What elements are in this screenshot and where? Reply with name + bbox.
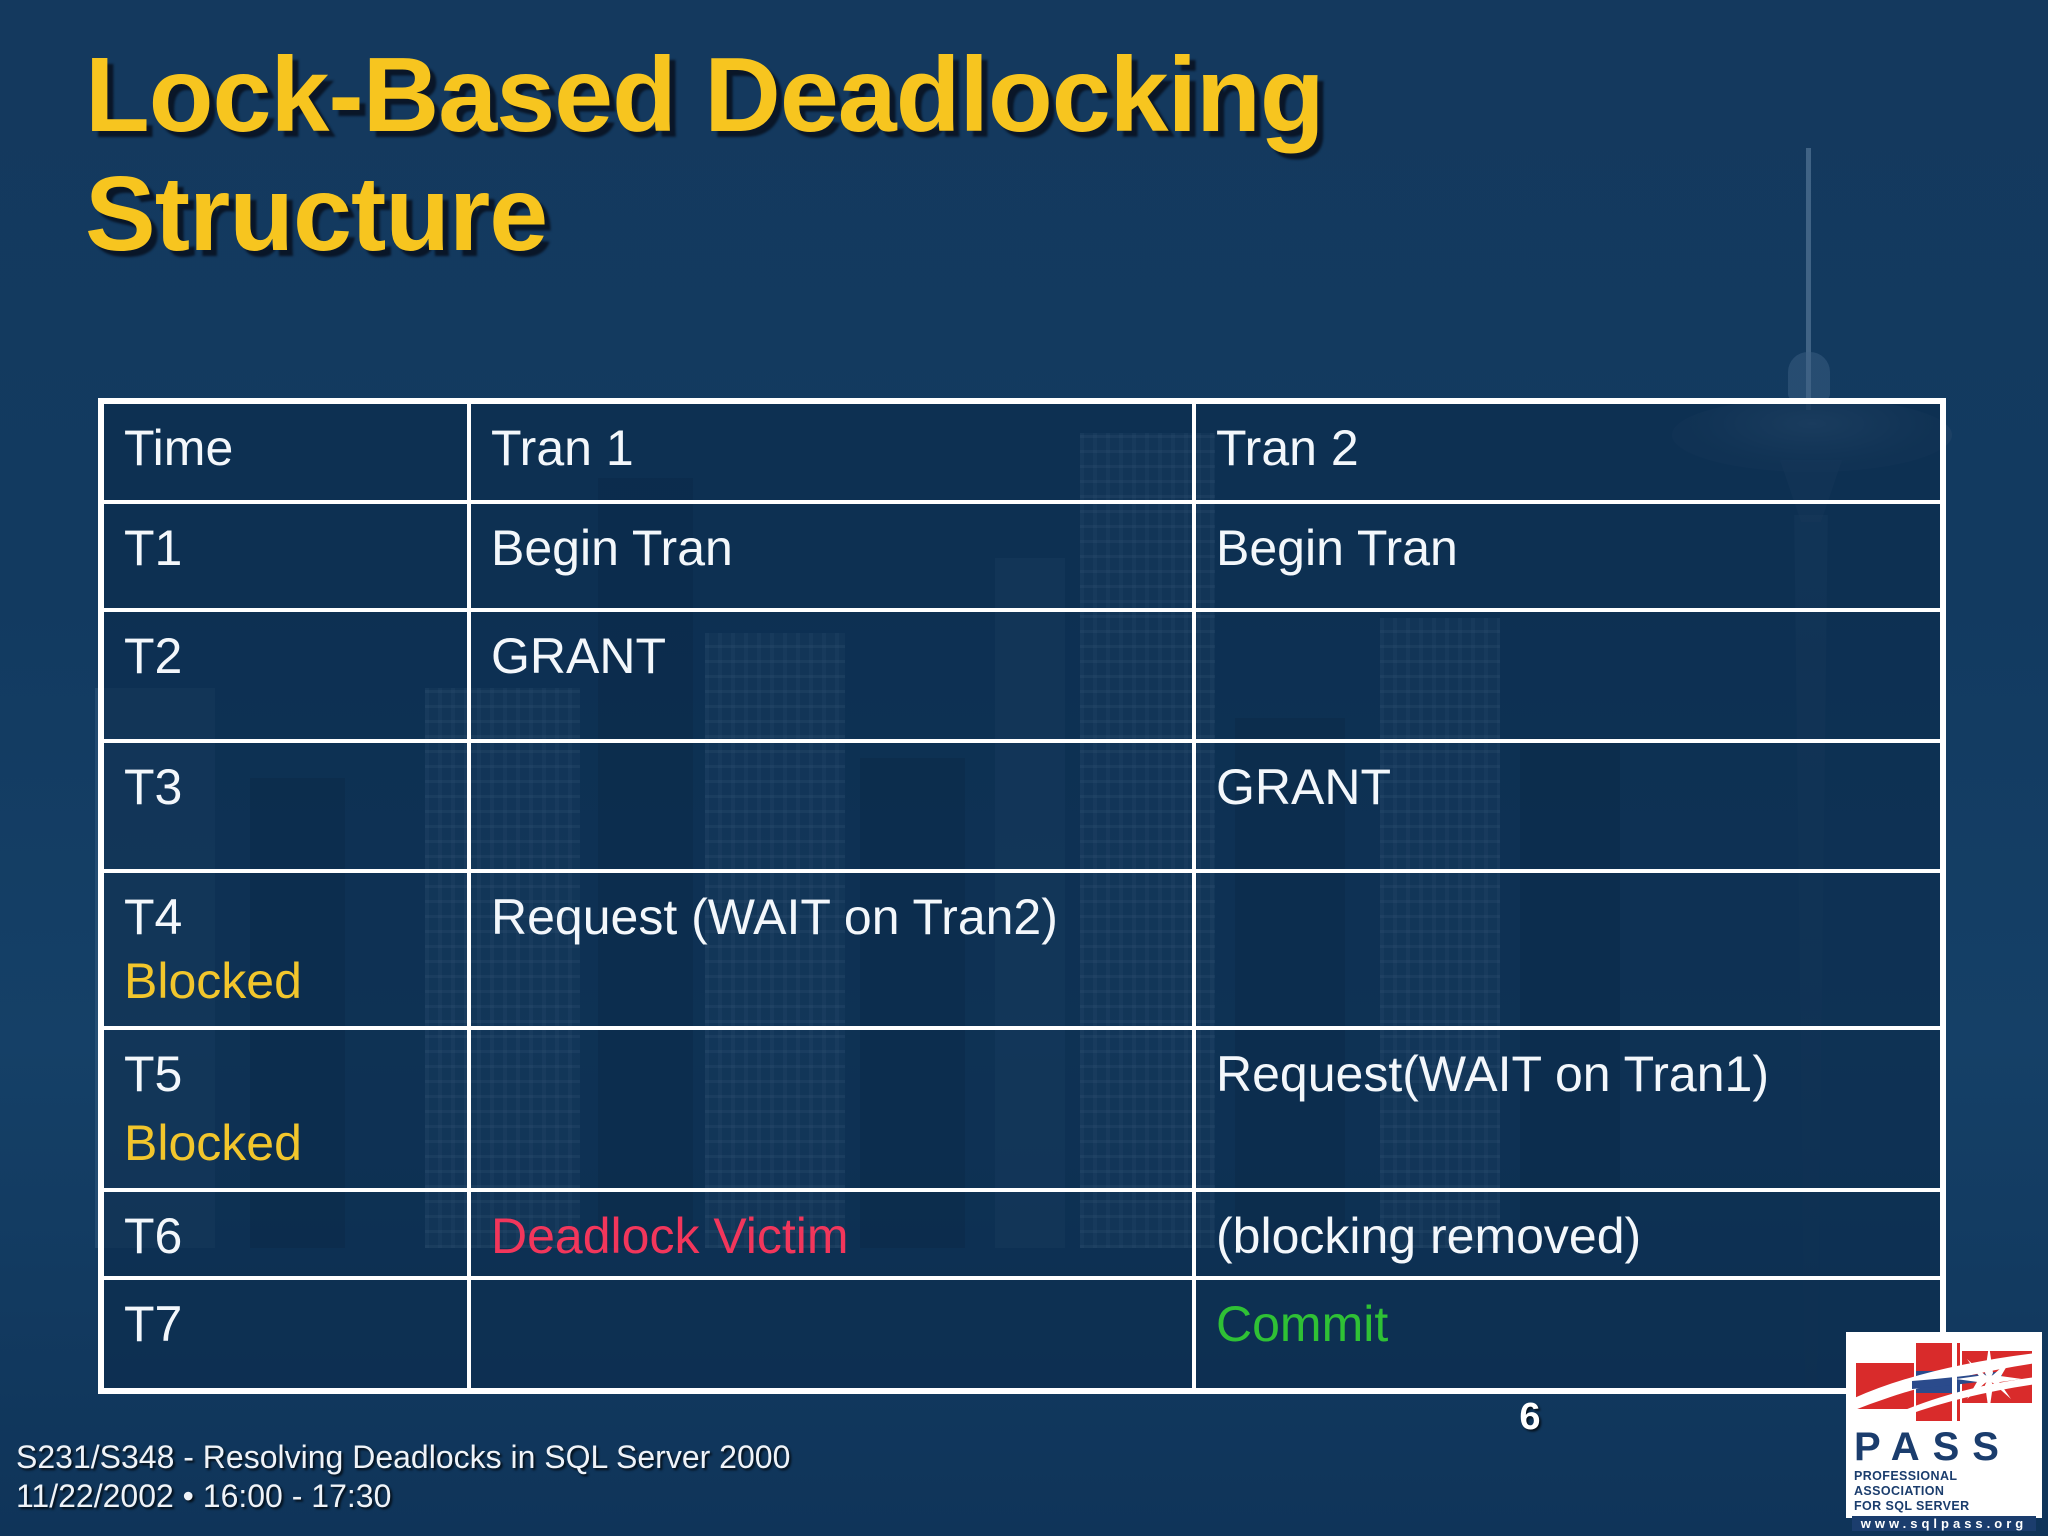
pass-logo-tagline-line2: FOR SQL SERVER [1854,1498,1970,1513]
space-needle-antenna [1806,148,1811,410]
cell-t6-tran2: (blocking removed) [1194,1190,1942,1278]
deadlock-table: Time Tran 1 Tran 2 T1 Begin Tran Begin T… [98,398,1946,1394]
cell-t1-tran1: Begin Tran [469,502,1194,610]
cell-t2-tran2 [1194,610,1942,741]
slide-title: Lock-Based Deadlocking Structure [85,36,1325,273]
header-time-label: Time [124,420,234,476]
cell-t6-tran1: Deadlock Victim [469,1190,1194,1278]
cell-t5-tran2: Request(WAIT on Tran1) [1194,1028,1942,1190]
pass-logo-tagline-line1: PROFESSIONAL ASSOCIATION [1854,1469,1958,1498]
t5-blocked-note: Blocked [124,1114,302,1171]
cell-t2-tran1: GRANT [469,610,1194,741]
cell-t3-tran2: GRANT [1194,741,1942,871]
t3-tran2-text: GRANT [1216,759,1391,815]
header-tran1-label: Tran 1 [491,420,634,476]
t3-label: T3 [124,759,183,815]
pass-logo-name: PASS [1854,1425,2012,1469]
header-time: Time [102,402,469,502]
cell-t7-tran1 [469,1278,1194,1390]
t7-label: T7 [124,1296,183,1352]
t4-label: T4 [124,889,183,945]
pass-logo-flag-icon [1852,1337,2036,1425]
slide-page-number: 6 [1519,1396,1541,1438]
t1-tran1-text: Begin Tran [491,520,733,576]
cell-t4-tran2 [1194,871,1942,1028]
t6-label: T6 [124,1208,183,1264]
cell-t6-time: T6 [102,1190,469,1278]
t4-blocked-note: Blocked [124,952,302,1009]
header-tran2: Tran 2 [1194,402,1942,502]
pass-logo: PASS PROFESSIONAL ASSOCIATION FOR SQL SE… [1846,1332,2042,1532]
cell-t4-time: T4 Blocked [102,871,469,1028]
t6-tran2-text: (blocking removed) [1216,1208,1642,1264]
cell-t7-tran2: Commit [1194,1278,1942,1390]
t7-commit-text: Commit [1216,1296,1389,1352]
pass-logo-tagline: PROFESSIONAL ASSOCIATION FOR SQL SERVER [1854,1469,2036,1513]
cell-t1-time: T1 [102,502,469,610]
cell-t1-tran2: Begin Tran [1194,502,1942,610]
t1-tran2-text: Begin Tran [1216,520,1458,576]
space-needle-cap [1788,352,1830,400]
t4-tran1-text: Request (WAIT on Tran2) [491,889,1058,945]
header-tran2-label: Tran 2 [1216,420,1359,476]
cell-t5-time: T5 Blocked [102,1028,469,1190]
slide-title-line1: Lock-Based Deadlocking [85,36,1325,154]
t1-label: T1 [124,520,183,576]
pass-logo-url: www.sqlpass.org [1852,1516,2036,1532]
cell-t3-tran1 [469,741,1194,871]
cell-t4-tran1: Request (WAIT on Tran2) [469,871,1194,1028]
slide-footer: S231/S348 - Resolving Deadlocks in SQL S… [16,1438,790,1516]
t2-tran1-text: GRANT [491,628,666,684]
cell-t2-time: T2 [102,610,469,741]
cell-t7-time: T7 [102,1278,469,1390]
t5-tran2-text: Request(WAIT on Tran1) [1216,1046,1770,1102]
footer-session-datetime: 11/22/2002 • 16:00 - 17:30 [16,1478,392,1515]
t5-label: T5 [124,1046,183,1102]
cell-t3-time: T3 [102,741,469,871]
cell-t5-tran1 [469,1028,1194,1190]
header-tran1: Tran 1 [469,402,1194,502]
t2-label: T2 [124,628,183,684]
t6-deadlock-victim-text: Deadlock Victim [491,1208,849,1264]
slide-title-line2: Structure [85,154,548,273]
footer-session-title: S231/S348 - Resolving Deadlocks in SQL S… [16,1439,791,1475]
